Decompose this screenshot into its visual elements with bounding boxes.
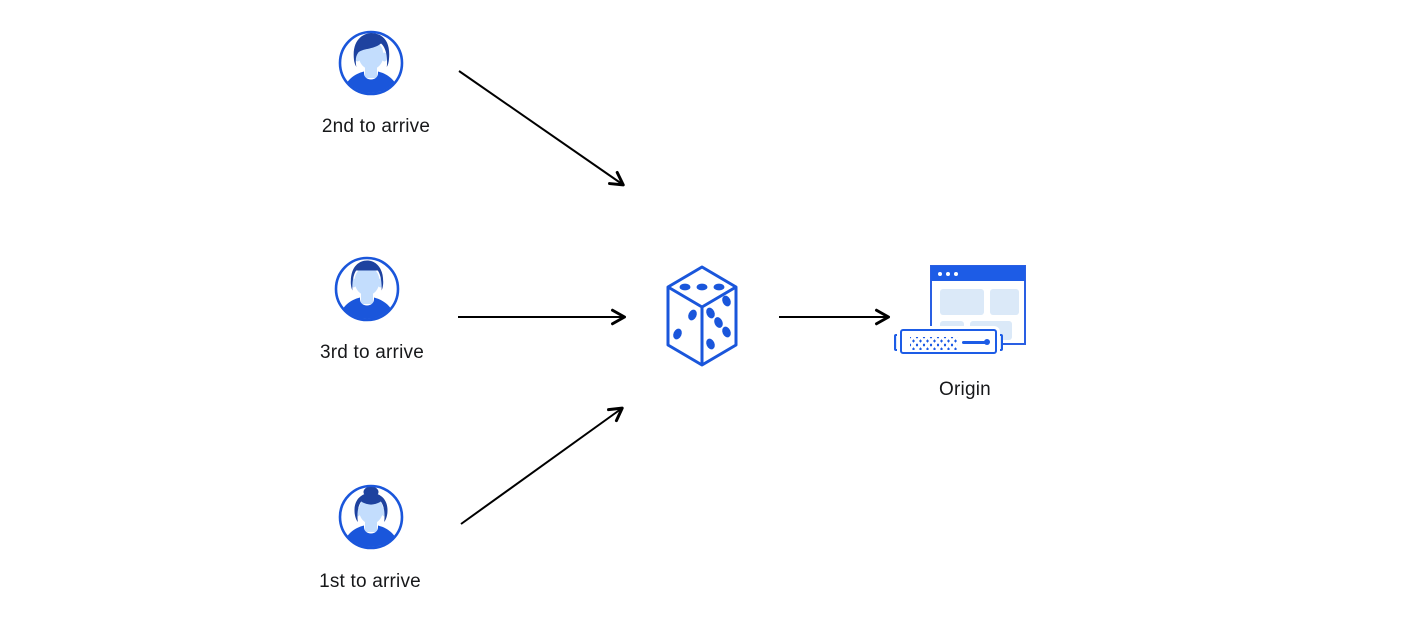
arrow-user-first-to-die	[460, 406, 624, 525]
window-dot-icon	[938, 271, 942, 276]
male-avatar-short-hair-icon	[334, 256, 400, 322]
user-first-label: 1st to arrive	[319, 571, 421, 592]
content-block	[990, 289, 1019, 315]
male-avatar-swept-hair-icon	[338, 30, 404, 96]
user-third-label: 3rd to arrive	[320, 342, 424, 363]
server-body	[900, 329, 997, 354]
dice-pips	[673, 283, 731, 350]
content-block	[940, 289, 984, 315]
server-slot-line	[962, 341, 986, 344]
window-dot-icon	[946, 271, 950, 276]
user-second-label: 2nd to arrive	[321, 116, 431, 137]
window-dot-icon	[954, 271, 958, 276]
dice-icon	[666, 265, 738, 367]
server-vents	[910, 337, 958, 350]
arrow-user-second-to-die	[458, 70, 625, 187]
origin-label: Origin	[939, 379, 991, 400]
server-icon	[894, 329, 1003, 363]
server-led-icon	[984, 339, 990, 345]
browser-titlebar	[931, 266, 1025, 281]
female-avatar-bun-icon	[338, 484, 404, 550]
